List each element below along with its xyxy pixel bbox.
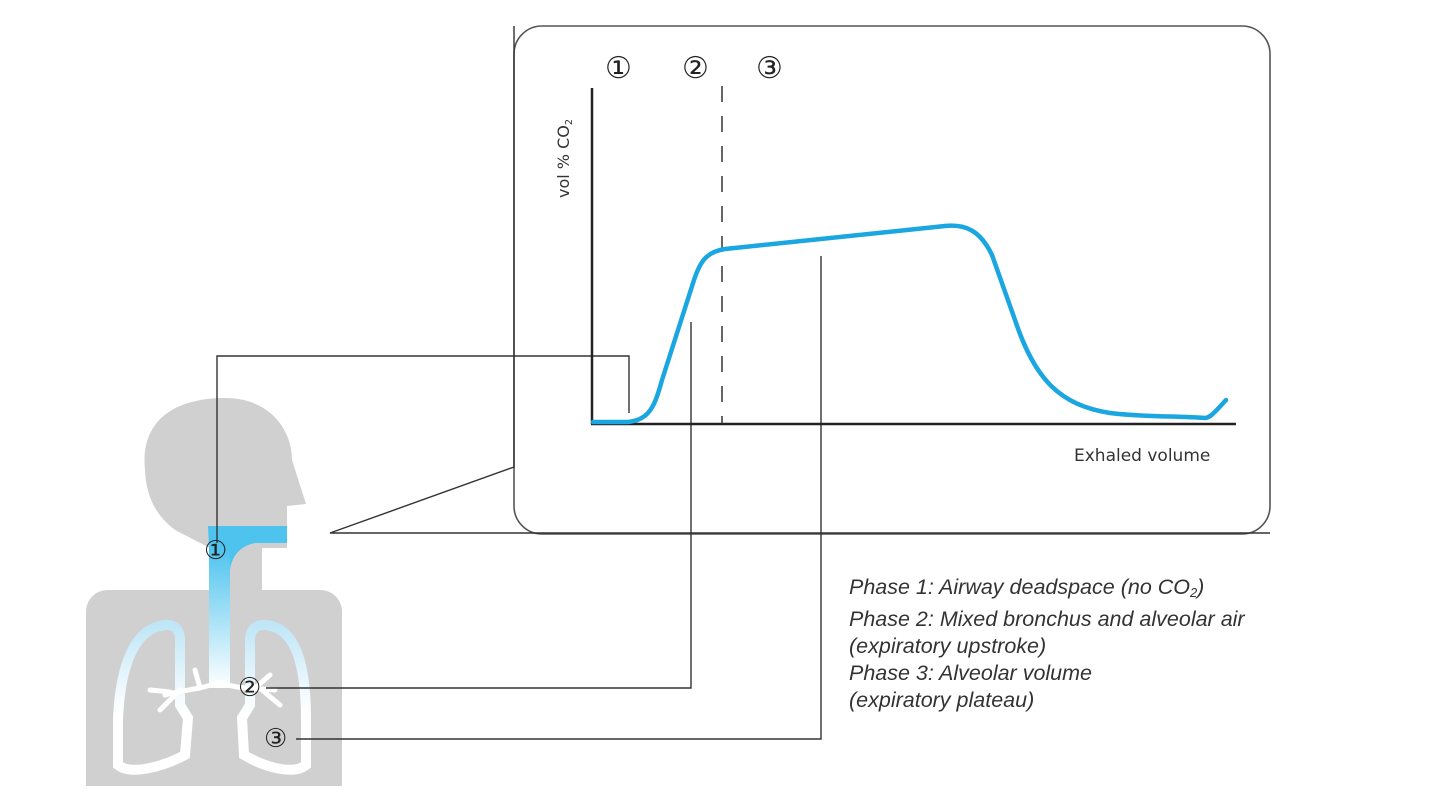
body-marker-3: ③ — [264, 724, 288, 754]
human-silhouette — [86, 398, 342, 786]
x-axis-label: Exhaled volume — [1074, 446, 1211, 466]
body-marker-2: ② — [238, 673, 262, 703]
phase-marker-1: ① — [605, 51, 632, 86]
connector-phase-3 — [296, 256, 822, 740]
y-axis-label: vol % CO2 — [553, 119, 575, 198]
legend-phase-2: Phase 2: Mixed bronchus and alveolar air — [849, 607, 1245, 631]
legend-phase-3-detail: (expiratory plateau) — [849, 688, 1035, 712]
phase-legend: Phase 1: Airway deadspace (no CO2) Phase… — [849, 574, 1245, 714]
legend-phase-1: Phase 1: Airway deadspace (no CO2) — [849, 575, 1205, 600]
body-marker-1: ① — [204, 536, 228, 566]
zoom-callout — [329, 26, 1270, 534]
legend-phase-2-detail: (expiratory upstroke) — [849, 634, 1047, 658]
connector-lines — [216, 26, 1270, 740]
connector-phase-2 — [266, 322, 692, 689]
phase-marker-3: ③ — [756, 51, 783, 86]
capnogram-curve — [590, 223, 1229, 425]
legend-phase-3: Phase 3: Alveolar volume — [849, 661, 1092, 685]
connector-phase-1 — [216, 355, 630, 543]
phase-marker-2: ② — [682, 51, 709, 86]
